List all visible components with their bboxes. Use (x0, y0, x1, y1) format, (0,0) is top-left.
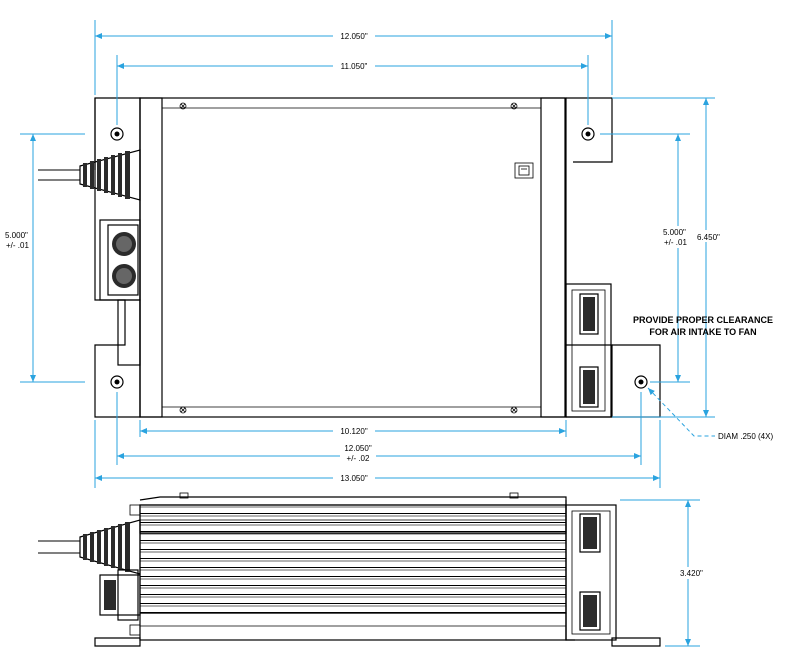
dim-side-height-label: 3.420" (680, 569, 703, 578)
dim-right-inner-tolerance-label: +/- .01 (664, 238, 687, 247)
side-fan-icon (565, 504, 617, 641)
dim-bottom-holes-tolerance-label: +/- .02 (347, 454, 370, 463)
dim-bottom-overall-label: 13.050" (340, 474, 367, 483)
dim-right-inner-label: 5.000" (663, 228, 686, 237)
side-view: 3.420" (38, 492, 710, 647)
left-rail (139, 97, 163, 418)
screw-icon (179, 102, 518, 414)
mounting-hole-icon (110, 127, 648, 389)
fan-icon (565, 283, 612, 418)
clearance-note-line2: FOR AIR INTAKE TO FAN (649, 327, 756, 337)
charger-body (139, 97, 567, 418)
dc-output-connector-icon (99, 219, 141, 366)
top-view: 12.050" 11.050" 5.000" +/- .01 5.000" +/… (5, 20, 773, 488)
heatsink-body (139, 504, 567, 614)
dim-top-overall-label: 12.050" (340, 32, 367, 41)
right-mount-flange (566, 97, 613, 163)
connector-jack-icon (514, 162, 534, 179)
dim-right-overall-label: 6.450" (697, 233, 720, 242)
dim-left-tolerance-label: +/- .01 (6, 241, 29, 250)
dim-bottom-holes-label: 12.050" (344, 444, 371, 453)
side-connector-icon (99, 569, 141, 621)
dim-top-holes-label: 11.050" (341, 62, 368, 71)
cable-strain-relief-icon (38, 149, 141, 201)
side-cable-strain-relief-icon (38, 519, 141, 575)
side-base-flange (94, 637, 141, 647)
clearance-note-line1: PROVIDE PROPER CLEARANCE (633, 315, 773, 325)
screw-head-icon (129, 492, 519, 636)
dim-bottom-body-label: 10.120" (340, 427, 367, 436)
hole-callout-label: DIAM .250 (4X) (718, 432, 773, 441)
right-rail (540, 97, 566, 418)
left-mount-flange (94, 97, 141, 418)
hole-callout-leader (647, 387, 715, 437)
dim-left-height-label: 5.000" (5, 231, 28, 240)
